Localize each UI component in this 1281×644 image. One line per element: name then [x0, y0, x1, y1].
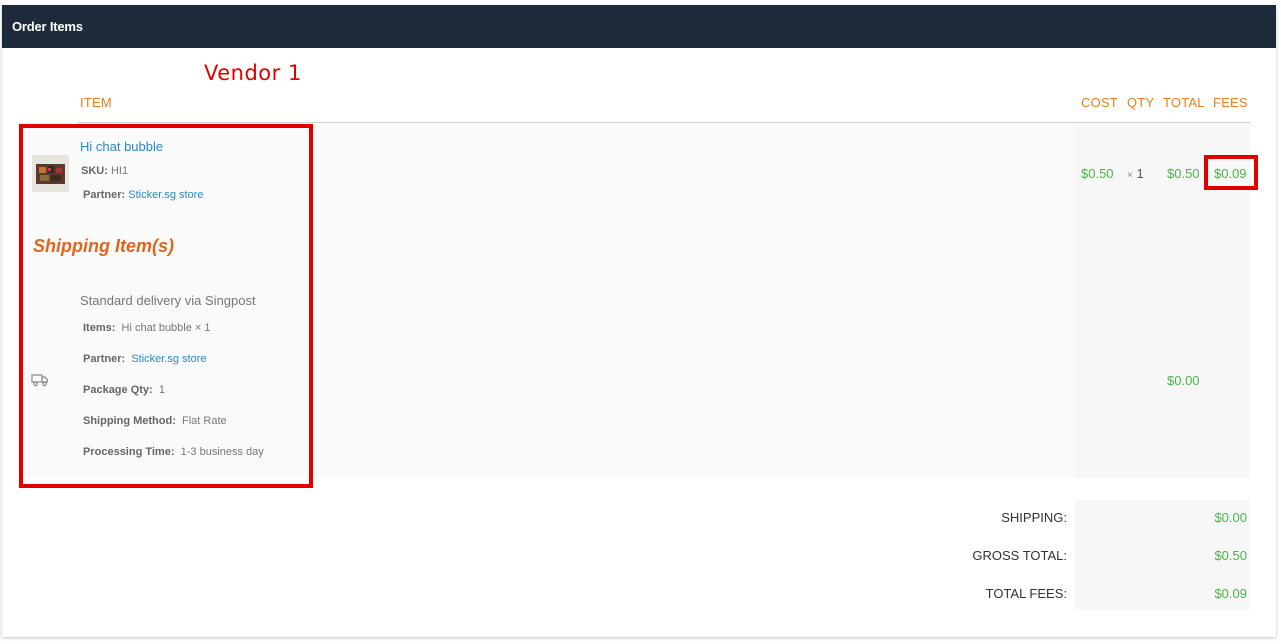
- column-header-item[interactable]: ITEM: [80, 95, 112, 110]
- annotation-highlight-item-box: [19, 124, 313, 488]
- partner-label: Partner:: [83, 189, 126, 201]
- header-divider: [78, 122, 1250, 123]
- package-qty-label: Package Qty:: [83, 384, 153, 396]
- annotation-highlight-fees-box: [1204, 155, 1258, 190]
- item-total: $0.50: [1167, 166, 1200, 181]
- partner-link[interactable]: Sticker.sg store: [128, 189, 204, 201]
- column-header-cost[interactable]: COST: [1081, 95, 1118, 110]
- column-header-total[interactable]: TOTAL: [1163, 95, 1205, 110]
- shipping-total-value: $0.00: [1214, 510, 1247, 525]
- shipping-method-name: Standard delivery via Singpost: [80, 293, 256, 308]
- qty-multiply-sign: ×: [1127, 170, 1133, 181]
- package-qty-value: 1: [158, 384, 165, 396]
- totals-value-column: [1075, 500, 1250, 610]
- product-thumbnail[interactable]: [32, 155, 69, 192]
- shipping-partner-label: Partner:: [83, 353, 126, 365]
- product-name-link[interactable]: Hi chat bubble: [80, 139, 164, 154]
- qty-value: 1: [1136, 166, 1144, 181]
- product-sku: SKU: HI1: [81, 165, 128, 177]
- shipping-items-row: Items: Hi chat bubble × 1: [83, 322, 211, 334]
- item-fees: $0.09: [1214, 166, 1247, 181]
- product-partner: Partner: Sticker.sg store: [83, 189, 203, 201]
- total-fees-label: TOTAL FEES:: [985, 586, 1067, 601]
- shipping-package-row: Package Qty: 1: [83, 384, 165, 396]
- processing-time-label: Processing Time:: [83, 446, 175, 458]
- panel-title: Order Items: [2, 5, 1276, 48]
- shipping-total-label: SHIPPING:: [1001, 510, 1067, 525]
- item-cost: $0.50: [1081, 166, 1114, 181]
- shipping-method-value: Flat Rate: [182, 415, 227, 427]
- gross-total-value: $0.50: [1214, 548, 1247, 563]
- gross-total-label: GROSS TOTAL:: [972, 548, 1067, 563]
- truck-icon: [31, 373, 49, 387]
- shipping-method-row: Shipping Method: Flat Rate: [83, 415, 227, 427]
- shipping-partner-row: Partner: Sticker.sg store: [83, 353, 207, 365]
- column-header-fees[interactable]: FEES: [1213, 95, 1248, 110]
- items-area-totals-column: [1075, 123, 1250, 478]
- shipping-items-label: Items:: [83, 322, 116, 334]
- shipping-partner-link[interactable]: Sticker.sg store: [131, 353, 207, 365]
- vendor-annotation: Vendor 1: [204, 61, 302, 85]
- shipping-section-title: Shipping Item(s): [33, 236, 174, 256]
- items-area: [22, 123, 1250, 478]
- column-header-qty[interactable]: QTY: [1127, 95, 1155, 110]
- total-fees-value: $0.09: [1214, 586, 1247, 601]
- processing-time-value: 1-3 business day: [180, 446, 264, 458]
- shipping-total: $0.00: [1167, 373, 1200, 388]
- sku-label: SKU:: [81, 165, 108, 177]
- shipping-items-value: Hi chat bubble × 1: [121, 322, 211, 334]
- item-qty: × 1: [1127, 166, 1144, 181]
- sku-value: HI1: [110, 165, 129, 177]
- processing-time-row: Processing Time: 1-3 business day: [83, 446, 264, 458]
- shipping-method-label: Shipping Method:: [83, 415, 176, 427]
